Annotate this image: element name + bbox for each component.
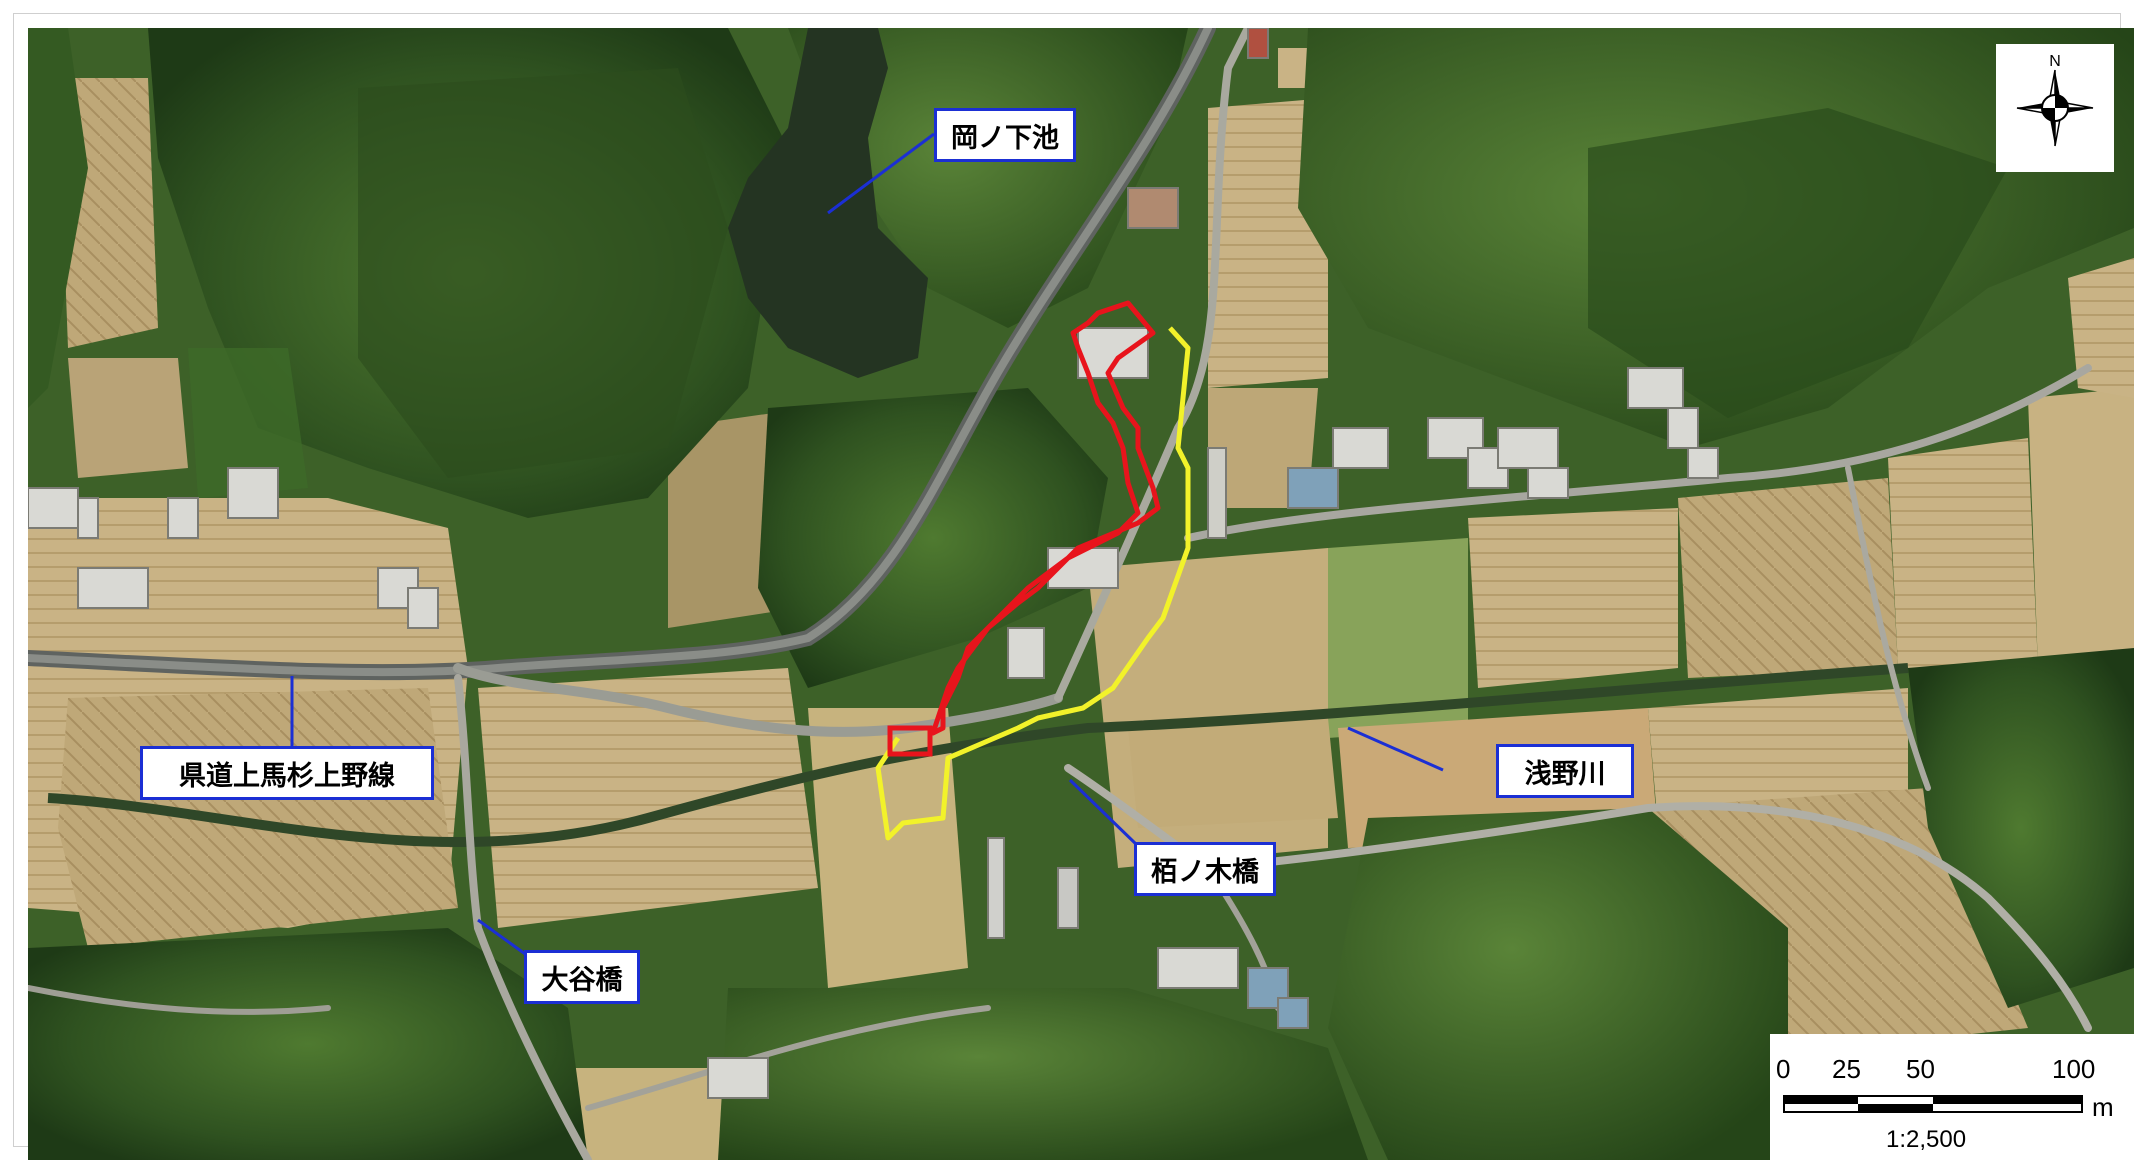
prefectural-road-label: 県道上馬杉上野線 — [140, 746, 434, 800]
buildings — [28, 28, 1719, 1099]
scale-tick-100: 100 — [2052, 1054, 2096, 1084]
leader-lines — [290, 132, 1444, 958]
scale-ratio: 1:2,500 — [1886, 1126, 1967, 1153]
otani-bridge-label: 大谷橋 — [524, 950, 640, 1004]
survey-area-red-outline — [930, 300, 1161, 736]
scale-bar: 0 25 50 100 m 1:2,500 — [1770, 1034, 2134, 1160]
north-letter: N — [2049, 53, 2061, 70]
aerial-photo — [28, 28, 2134, 1160]
pond-water — [728, 28, 928, 378]
compass-rose-icon: N — [2016, 53, 2094, 147]
scale-tick-0: 0 — [1776, 1054, 1791, 1084]
north-arrow: N — [1996, 44, 2114, 172]
scale-unit: m — [2092, 1092, 2114, 1122]
scale-tick-25: 25 — [1832, 1054, 1861, 1084]
survey-area-yellow-outline — [875, 326, 1191, 841]
forest-areas — [28, 28, 2134, 1160]
aerial-map: 岡ノ下池 県道上馬杉上野線 浅野川 栢ノ木橋 大谷橋 N 0 — [28, 28, 2134, 1160]
tochinoki-bridge-label: 栢ノ木橋 — [1134, 842, 1276, 896]
river-label: 浅野川 — [1496, 744, 1634, 798]
scale-tick-50: 50 — [1906, 1054, 1935, 1084]
pond-label: 岡ノ下池 — [934, 108, 1076, 162]
roads — [28, 28, 2092, 1160]
survey-area-red-parcel — [887, 725, 933, 757]
